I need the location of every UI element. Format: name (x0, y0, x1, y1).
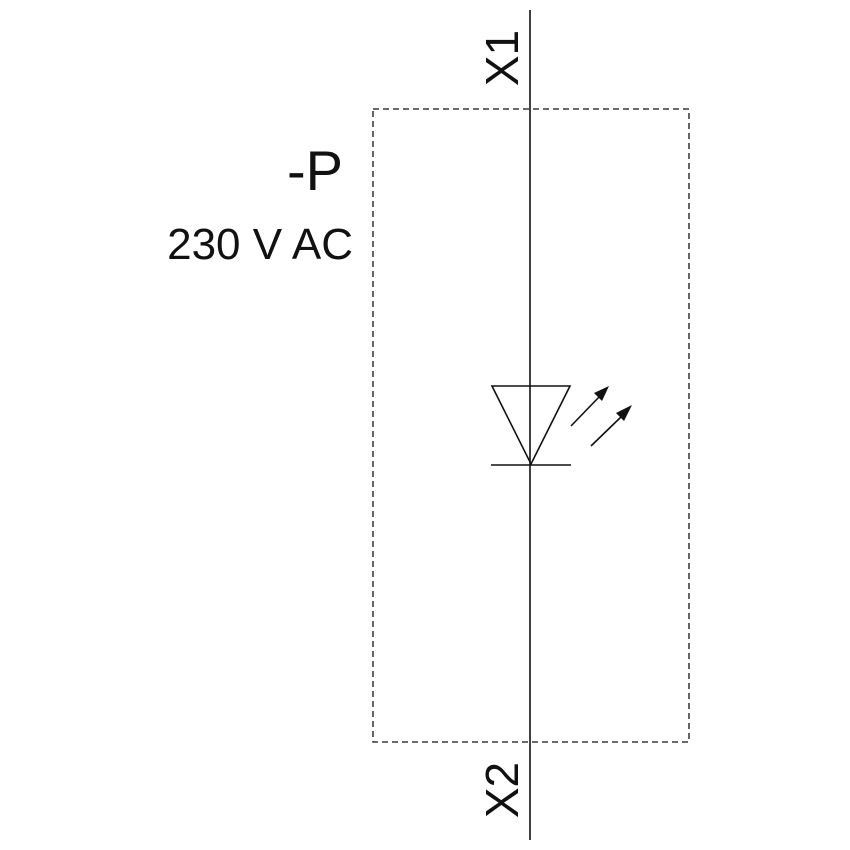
led-icon (490, 385, 632, 466)
emission-arrow-2-head (616, 405, 632, 421)
emission-arrow-1-shaft (570, 395, 601, 427)
device-designation: -P (287, 139, 343, 202)
diode-triangle (490, 385, 572, 466)
terminal-top-label: X1 (476, 30, 528, 86)
emission-arrow-2-shaft (590, 415, 623, 447)
device-rating: 230 V AC (167, 220, 353, 269)
emission-arrow-1-head (594, 386, 609, 401)
terminal-bottom-label: X2 (476, 762, 528, 818)
device-enclosure (372, 108, 690, 743)
